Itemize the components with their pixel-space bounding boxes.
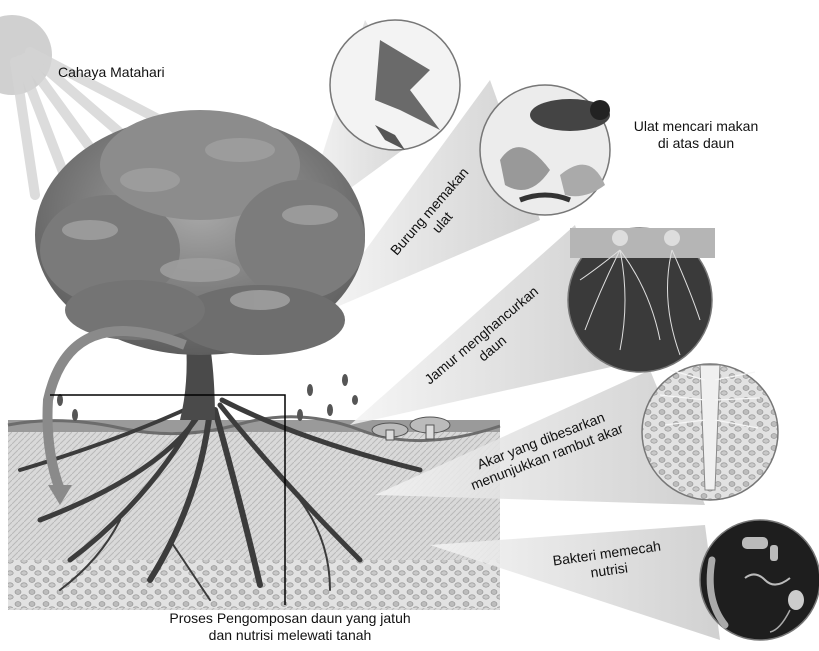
bacteria-circle [700,520,819,640]
caterpillar-label-line2: di atas daun [610,135,782,152]
caterpillar-label: Ulat mencari makan di atas daun [610,118,782,152]
sunlight-label: Cahaya Matahari [58,64,165,81]
compost-label-line2: dan nutrisi melewati tanah [140,627,440,644]
fungi-circle [568,228,715,372]
compost-label-line1: Proses Pengomposan daun yang jatuh [140,610,440,627]
bird-circle [480,85,610,215]
hawk-circle [330,20,460,150]
root-hair-circle [642,364,778,500]
caterpillar-label-line1: Ulat mencari makan [610,118,782,135]
compost-label: Proses Pengomposan daun yang jatuh dan n… [140,610,440,644]
